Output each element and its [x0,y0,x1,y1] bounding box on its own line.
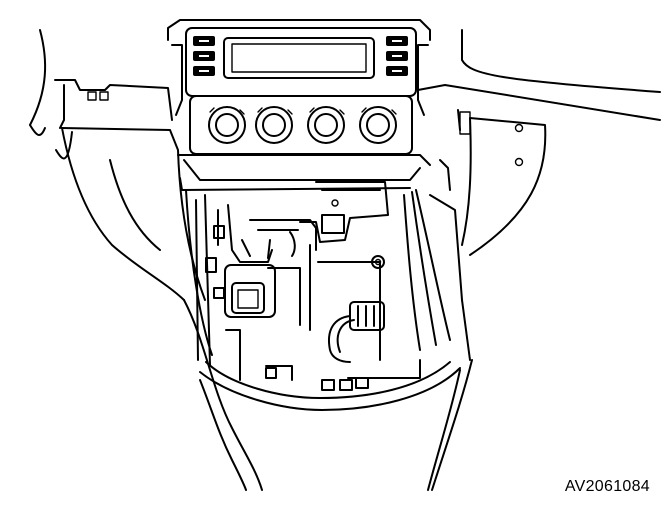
climate-control-panel [189,95,413,155]
center-stack-top [167,19,431,116]
console-bottom-lip [199,299,471,411]
left-dash-panel [29,29,206,301]
internal-components [205,181,421,391]
lower-console-frame [177,154,463,366]
lower-console-body [183,299,473,491]
figure-code: AV2061084 [564,478,650,495]
right-dash-panel [417,29,661,256]
